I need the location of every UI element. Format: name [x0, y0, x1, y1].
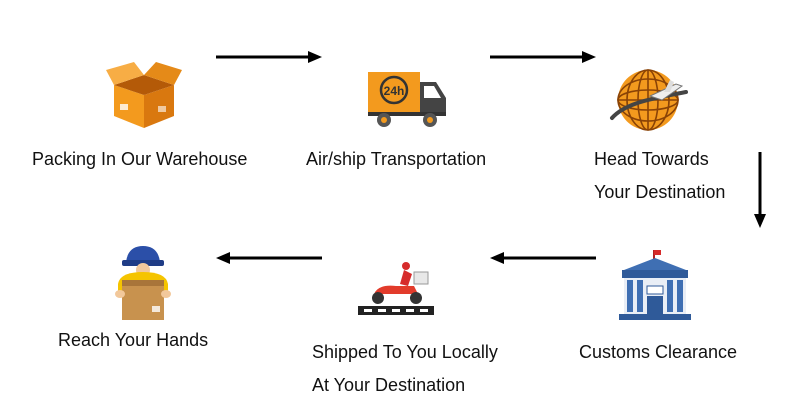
step-label-line2: At Your Destination: [312, 375, 466, 395]
courier-with-box-icon: [110, 244, 176, 322]
arrow-right-icon: [490, 50, 596, 64]
step-label-customs: Customs Clearance: [579, 336, 737, 369]
step-label-line1: Reach Your Hands: [58, 330, 209, 350]
step-label-line1: Air/ship Transportation: [306, 149, 487, 169]
delivery-scooter-icon: [356, 258, 436, 318]
open-box-icon: [104, 60, 184, 130]
step-label-line1: Customs Clearance: [579, 342, 738, 362]
step-label-shipped-locally: Shipped To You Locally At Your Destinati…: [312, 336, 498, 400]
globe-airplane-icon: [606, 62, 690, 138]
step-label-line2: Your Destination: [594, 182, 726, 202]
step-label-line1: Packing In Our Warehouse: [32, 149, 248, 169]
customs-building-icon: [616, 248, 694, 322]
step-label-head-towards: Head Towards Your Destination: [594, 143, 725, 209]
arrow-left-icon: [490, 251, 596, 265]
arrow-left-icon: [216, 251, 322, 265]
step-label-packing: Packing In Our Warehouse: [32, 143, 247, 176]
delivery-truck-24h-icon: 24h: [366, 68, 448, 128]
arrow-down-icon: [753, 152, 767, 228]
step-label-transport: Air/ship Transportation: [306, 143, 486, 176]
svg-text:24h: 24h: [384, 84, 405, 98]
step-label-reach-hands: Reach Your Hands: [58, 324, 208, 357]
arrow-right-icon: [216, 50, 322, 64]
step-label-line1: Shipped To You Locally: [312, 342, 498, 362]
step-label-line1: Head Towards: [594, 149, 709, 169]
